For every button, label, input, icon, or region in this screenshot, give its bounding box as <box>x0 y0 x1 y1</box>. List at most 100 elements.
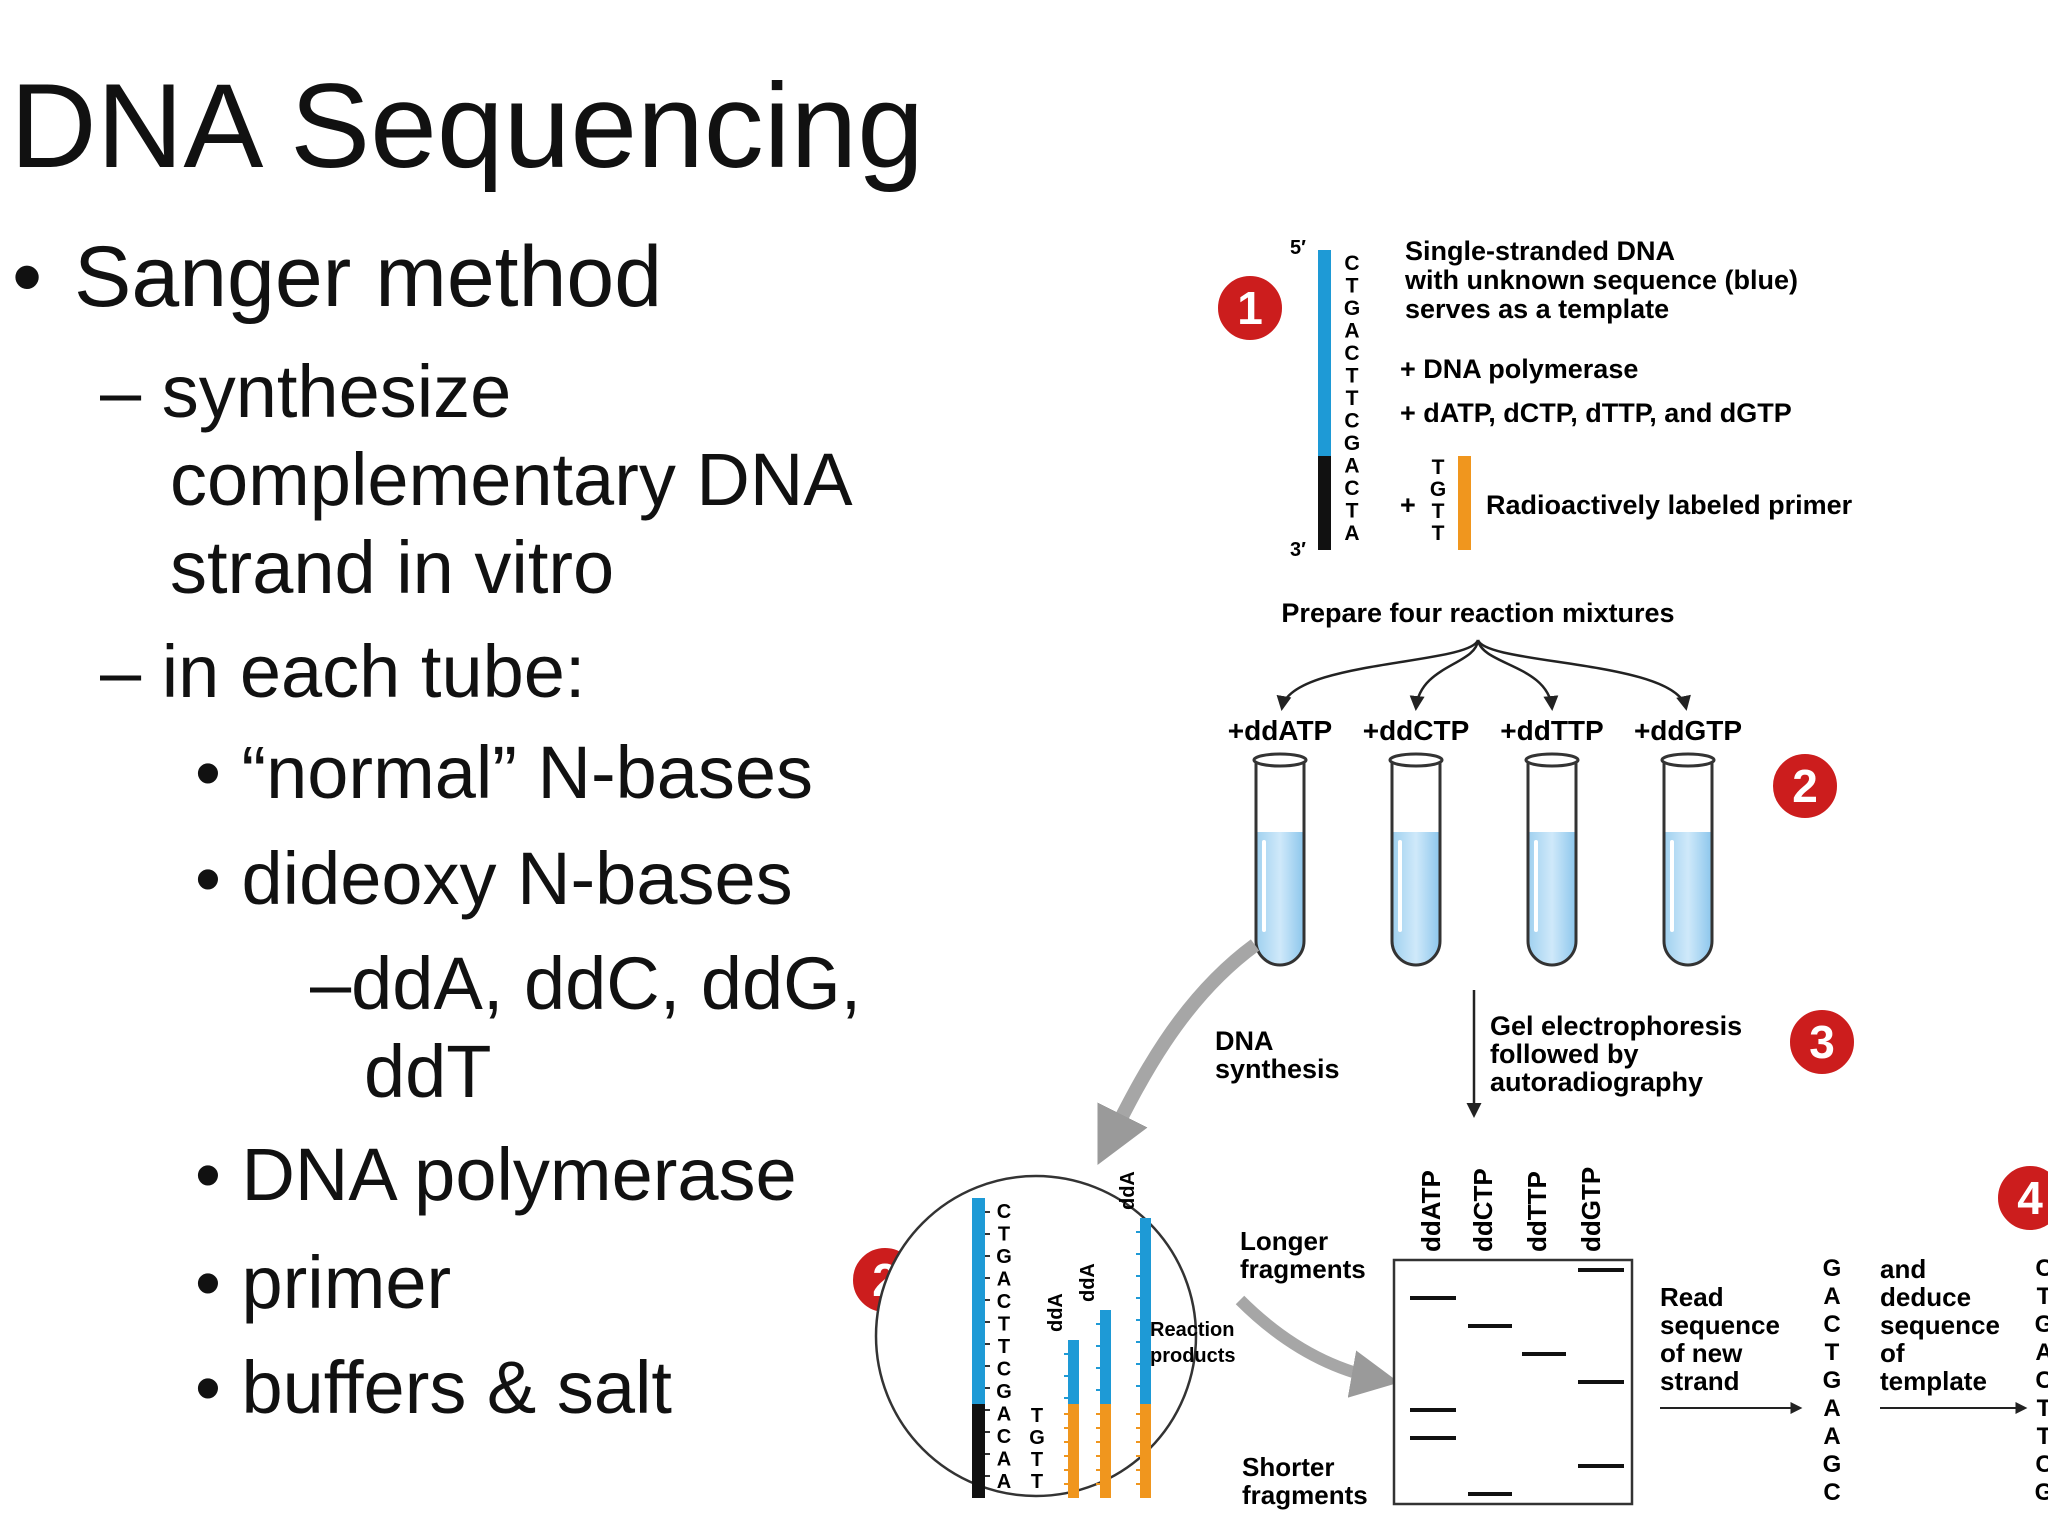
template-base: G <box>1344 432 1360 455</box>
svg-text:+ddTTP: +ddTTP <box>1500 715 1603 746</box>
template-base: A <box>1344 522 1359 545</box>
svg-text:ddTTP: ddTTP <box>1522 1171 1552 1252</box>
step-badge-1: 1 <box>1214 272 1286 344</box>
new-strand-base: A <box>1823 1283 1840 1310</box>
template-base: A <box>1344 320 1359 343</box>
new-strand-base: C <box>1823 1311 1840 1338</box>
template-seq-base: C <box>2035 1451 2048 1478</box>
three-prime-label: 3′ <box>1290 539 1306 561</box>
new-strand-base: C <box>1823 1479 1840 1506</box>
svg-text:1: 1 <box>1237 282 1263 334</box>
circle-primer-base: T <box>1031 1405 1043 1427</box>
svg-text:products: products <box>1150 1345 1236 1367</box>
dd-label: ddA <box>1117 1171 1139 1210</box>
template-base: C <box>1344 477 1359 500</box>
circle-template-base: T <box>998 1314 1010 1336</box>
dna-synthesis-arrow <box>1097 939 1260 1166</box>
test-tube <box>1388 752 1444 967</box>
svg-text:3: 3 <box>1809 1016 1835 1068</box>
primer-orange-segment <box>1458 456 1471 550</box>
svg-text:with unknown sequence (blue): with unknown sequence (blue) <box>1404 265 1798 295</box>
gel-lane-labels: ddATP ddCTP ddTTP ddGTP <box>1416 1167 1606 1252</box>
template-base: T <box>1346 365 1359 388</box>
reaction-products-label: Reaction <box>1150 1319 1234 1341</box>
bullet-dideoxy-bases: • dideoxy N-bases <box>195 837 793 920</box>
step-badge-4: 4 <box>1994 1162 2048 1234</box>
bullet-buffers-salt: • buffers & salt <box>195 1346 672 1429</box>
svg-text:serves as a template: serves as a template <box>1405 294 1669 324</box>
add-polymerase-text: + DNA polymerase <box>1400 354 1638 384</box>
svg-text:2: 2 <box>1792 760 1818 812</box>
bullet-sanger-method: •Sanger method <box>12 229 663 325</box>
dd-label: ddA <box>1077 1263 1099 1302</box>
reaction-product-strand: ddA <box>1045 1293 1079 1498</box>
template-seq-base: C <box>2035 1367 2048 1394</box>
tube-labels: +ddATP +ddCTP +ddTTP +ddGTP <box>1228 715 1742 746</box>
template-description: Single-stranded DNA with unknown sequenc… <box>1400 236 1798 428</box>
step-badge-2: 2 <box>1769 750 1841 822</box>
svg-text:Read: Read <box>1660 1282 1724 1312</box>
template-base: T <box>1346 500 1359 523</box>
circle-template-base: C <box>997 1291 1011 1313</box>
branch-arrows <box>1276 639 1691 711</box>
bullet-primer: • primer <box>195 1241 452 1324</box>
svg-text:of: of <box>1880 1338 1905 1368</box>
deduce-sequence-label: and deduce sequence of template <box>1880 1254 2000 1396</box>
svg-text:+ddATP: +ddATP <box>1228 715 1332 746</box>
shorter-fragments-label: Shorter fragments <box>1242 1452 1368 1510</box>
circle-primer-base: T <box>1031 1449 1043 1471</box>
circle-template-base: A <box>997 1404 1011 1426</box>
svg-text:Shorter: Shorter <box>1242 1452 1334 1482</box>
svg-text:+: + <box>1400 490 1416 520</box>
bullet-dd-bases: –ddA, ddC, ddG, ddT <box>310 942 862 1113</box>
template-seq-base: G <box>2035 1479 2048 1506</box>
template-base: T <box>1346 387 1359 410</box>
svg-text:ddCTP: ddCTP <box>1468 1168 1498 1252</box>
circle-template-base: A <box>997 1471 1011 1493</box>
svg-text:autoradiography: autoradiography <box>1490 1067 1703 1097</box>
template-black-segment <box>1318 456 1331 550</box>
svg-text:4: 4 <box>2017 1172 2043 1224</box>
template-base: G <box>1344 297 1360 320</box>
circle-template-base: C <box>997 1201 1011 1223</box>
primer-label: Radioactively labeled primer <box>1486 490 1853 520</box>
template-base: T <box>1346 275 1359 298</box>
gel-electrophoresis-label: Gel electrophoresis followed by autoradi… <box>1490 1011 1742 1097</box>
template-base: C <box>1344 410 1359 433</box>
circle-primer-base: T <box>1031 1471 1043 1493</box>
prepare-mixtures-label: Prepare four reaction mixtures <box>1281 598 1674 628</box>
svg-text:of new: of new <box>1660 1338 1743 1368</box>
svg-text:sequence: sequence <box>1880 1310 2000 1340</box>
template-base: C <box>1344 252 1359 275</box>
circle-primer-base: G <box>1029 1427 1045 1449</box>
longer-fragments-label: Longer fragments <box>1240 1226 1366 1284</box>
template-seq-base: T <box>2037 1283 2048 1310</box>
svg-text:sequence: sequence <box>1660 1310 1780 1340</box>
test-tube <box>1660 752 1716 967</box>
bullet-normal-bases: • “normal” N-bases <box>195 731 814 814</box>
circle-template-base: G <box>996 1381 1012 1403</box>
template-seq-base: G <box>2035 1311 2048 1338</box>
read-sequence-label: Read sequence of new strand <box>1660 1282 1780 1396</box>
new-strand-base: T <box>1825 1339 1840 1366</box>
slide-title: DNA Sequencing <box>10 59 924 193</box>
reaction-product-strand: ddA <box>1077 1263 1111 1498</box>
template-seq-base: C <box>2035 1255 2048 1282</box>
svg-text:template: template <box>1880 1366 1987 1396</box>
svg-text:deduce: deduce <box>1880 1282 1971 1312</box>
svg-text:+ddCTP: +ddCTP <box>1363 715 1470 746</box>
new-strand-base: G <box>1823 1367 1842 1394</box>
svg-text:Single-stranded DNA: Single-stranded DNA <box>1405 236 1675 266</box>
svg-text:Gel electrophoresis: Gel electrophoresis <box>1490 1011 1742 1041</box>
primer-base: T <box>1432 522 1445 545</box>
five-prime-label: 5′ <box>1290 237 1306 259</box>
circle-template-base: G <box>996 1246 1012 1268</box>
circle-template-base: A <box>997 1449 1011 1471</box>
